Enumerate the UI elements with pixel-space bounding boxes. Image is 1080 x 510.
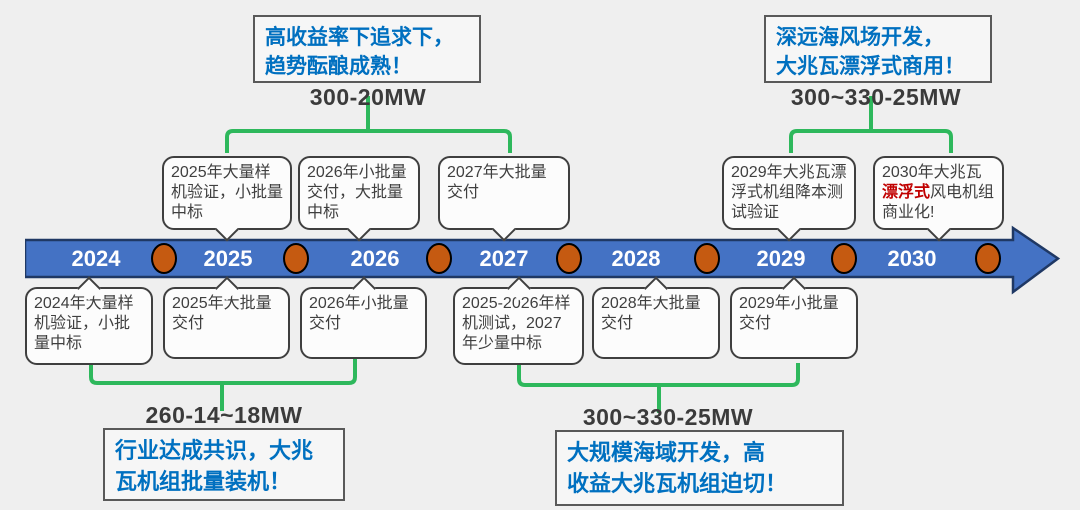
callout-text: 2030年大兆瓦漂浮式风电机组商业化! [882,164,994,221]
bracket-top-left [225,129,512,153]
banner-line: 瓦机组批量装机！ [115,468,292,494]
timeline-year-2028: 2028 [611,246,661,271]
timeline-dot-5 [694,243,720,274]
timeline-year-2024: 2024 [71,246,121,271]
bracket-bottom-right [517,363,800,387]
callout-text: 2025年大批量交付 [172,295,272,332]
callout-text: 2027年大批量交付 [447,164,547,201]
callout-tail-down [214,216,240,242]
mw-label-bottom-right: 300~330-25MW [582,404,754,430]
callout-2030-above: 2030年大兆瓦漂浮式风电机组商业化! [873,156,1004,242]
callout-2025-below: 2025年大批量交付 [163,275,290,359]
banner-line: 趋势酝酿成熟！ [265,55,412,79]
timeline-dot-3 [426,243,452,274]
timeline-dot-7 [975,243,1001,274]
callout-2027-above: 2027年大批量交付 [438,156,570,242]
callout-text-highlight: 漂浮式 [882,183,931,201]
callout-2028-below: 2028年大批量交付 [592,275,720,359]
timeline-dot-2 [283,243,309,274]
timeline-year-2026: 2026 [350,246,400,271]
bracket-top-right [789,129,953,153]
banner-line: 大兆瓦漂浮式商用！ [776,55,965,79]
timeline-year-2029: 2029 [756,246,806,271]
callout-text: 2028年大批量交付 [601,295,701,332]
timeline-year-2030: 2030 [887,246,937,271]
mw-label-top-right: 300~330-25MW [790,84,962,110]
mw-label-bottom-left: 260-14~18MW [145,402,303,428]
callout-2026-below: 2026年小批量交付 [300,275,427,359]
callout-tail-down [491,216,517,242]
timeline-dot-6 [831,243,857,274]
callout-tail-down [346,216,372,242]
banner-line: 大规模海域开发，高 [567,440,766,465]
banner-top-left: 高收益率下追求下， 趋势酝酿成熟！ [253,15,481,83]
callout-2026-above: 2026年小批量交付，大批量中标 [298,156,420,242]
timeline-dot-1 [151,243,177,274]
callout-2029-above: 2029年大兆瓦漂浮式机组降本测试验证 [722,156,856,242]
callout-2025-2026-below: 2025-2026年样机测试，2027年少量中标 [453,275,584,365]
callout-text: 2026年小批量交付 [309,295,409,332]
banner-bottom-left: 行业达成共识，大兆 瓦机组批量装机！ [103,428,345,501]
callout-text: 2026年小批量交付，大批量中标 [307,164,407,221]
banner-bottom-right: 大规模海域开发，高 收益大兆瓦机组迫切！ [555,430,844,506]
callout-2029-below: 2029年小批量交付 [730,275,858,359]
banner-top-right: 深远海风场开发， 大兆瓦漂浮式商用！ [764,15,992,83]
callout-text: 2029年大兆瓦漂浮式机组降本测试验证 [731,164,847,221]
callout-text: 2025-2026年样机测试，2027年少量中标 [462,295,571,352]
banner-line: 行业达成共识，大兆 [115,438,314,463]
banner-line: 深远海风场开发， [776,26,944,49]
callout-text-post: 风电机组商业化! [882,183,995,221]
timeline-year-2027: 2027 [479,246,529,271]
banner-line: 高收益率下追求下， [265,26,454,49]
callout-text-pre: 2030年大兆瓦 [882,164,982,181]
banner-line: 收益大兆瓦机组迫切！ [567,470,788,496]
callout-2024-below: 2024年大量样机验证，小批量中标 [25,275,153,365]
timeline-year-2025: 2025 [203,246,253,271]
callout-2025-above: 2025年大量样机验证，小批量中标 [162,156,292,242]
mw-label-top-left: 300-20MW [309,84,427,110]
callout-text: 2024年大量样机验证，小批量中标 [34,295,134,352]
callout-tail-down [776,216,802,242]
timeline-dot-4 [556,243,582,274]
callout-text: 2029年小批量交付 [739,295,839,332]
callout-text: 2025年大量样机验证，小批量中标 [171,164,284,221]
